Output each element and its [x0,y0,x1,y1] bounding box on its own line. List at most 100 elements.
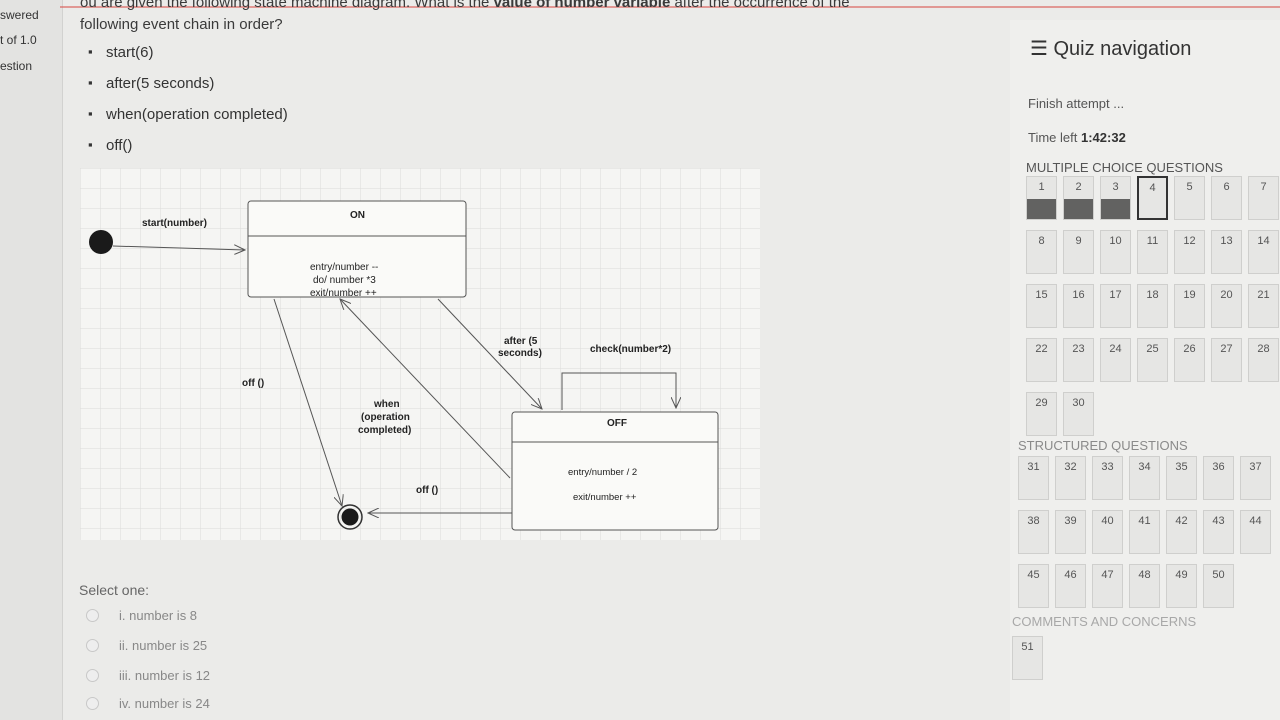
question-number: 26 [1183,343,1196,355]
question-number: 35 [1175,461,1188,473]
question-nav-button-10[interactable]: 10 [1100,230,1131,274]
question-number: 9 [1075,235,1082,247]
answer-option-4[interactable]: iv. number is 24 [86,696,210,711]
question-nav-button-31[interactable]: 31 [1018,456,1049,500]
off-exit-action: exit/number ++ [573,492,637,503]
event-item: start(6) [88,44,288,75]
question-nav-button-32[interactable]: 32 [1055,456,1086,500]
question-nav-button-47[interactable]: 47 [1092,564,1123,608]
question-nav-button-17[interactable]: 17 [1100,284,1131,328]
question-nav-button-27[interactable]: 27 [1211,338,1242,382]
question-number: 13 [1220,235,1233,247]
question-number: 37 [1249,461,1262,473]
quiz-navigation-title-text: Quiz navigation [1053,38,1192,60]
question-nav-button-20[interactable]: 20 [1211,284,1242,328]
question-nav-button-36[interactable]: 36 [1203,456,1234,500]
question-nav-button-43[interactable]: 43 [1203,510,1234,554]
question-nav-button-16[interactable]: 16 [1063,284,1094,328]
radio-button[interactable] [86,697,99,710]
question-nav-button-30[interactable]: 30 [1063,392,1094,436]
question-nav-button-9[interactable]: 9 [1063,230,1094,274]
radio-button[interactable] [86,609,99,622]
radio-button[interactable] [86,639,99,652]
question-nav-button-50[interactable]: 50 [1203,564,1234,608]
question-nav-button-1[interactable]: 1 [1026,176,1057,220]
when-label-line3: completed) [358,425,411,436]
question-nav-button-25[interactable]: 25 [1137,338,1168,382]
question-number: 22 [1035,343,1048,355]
question-mark: t of 1.0 [0,33,37,47]
question-number: 45 [1027,569,1040,581]
select-one-label: Select one: [79,582,150,598]
question-nav-button-49[interactable]: 49 [1166,564,1197,608]
question-nav-button-34[interactable]: 34 [1129,456,1160,500]
question-nav-button-45[interactable]: 45 [1018,564,1049,608]
question-number: 4 [1149,182,1156,194]
question-number: 5 [1186,181,1193,193]
initial-state [89,230,113,254]
after-transition [437,298,542,409]
radio-button[interactable] [86,669,99,682]
answer-option-3[interactable]: iii. number is 12 [86,668,210,683]
question-nav-button-33[interactable]: 33 [1092,456,1123,500]
answer-option-2[interactable]: ii. number is 25 [86,638,207,653]
question-nav-button-37[interactable]: 37 [1240,456,1271,500]
question-nav-button-11[interactable]: 11 [1137,230,1168,274]
question-nav-button-19[interactable]: 19 [1174,284,1205,328]
question-nav-button-6[interactable]: 6 [1211,176,1242,220]
question-nav-button-22[interactable]: 22 [1026,338,1057,382]
question-text-line1: ou are given the following state machine… [80,0,850,11]
question-number: 6 [1223,181,1230,193]
question-nav-button-7[interactable]: 7 [1248,176,1279,220]
question-nav-button-23[interactable]: 23 [1063,338,1094,382]
question-nav-button-46[interactable]: 46 [1055,564,1086,608]
answer-option-1[interactable]: i. number is 8 [86,608,197,623]
finish-attempt-link[interactable]: Finish attempt ... [1028,96,1125,111]
question-nav-button-28[interactable]: 28 [1248,338,1279,382]
structured-section-title: STRUCTURED QUESTIONS [1018,438,1188,453]
question-nav-button-48[interactable]: 48 [1129,564,1160,608]
question-nav-button-8[interactable]: 8 [1026,230,1057,274]
question-nav-button-35[interactable]: 35 [1166,456,1197,500]
question-number: 24 [1109,343,1122,355]
question-number: 2 [1075,181,1082,193]
question-nav-button-51[interactable]: 51 [1012,636,1043,680]
question-number: 23 [1072,343,1085,355]
question-nav-button-4[interactable]: 4 [1137,176,1168,220]
question-nav-button-42[interactable]: 42 [1166,510,1197,554]
question-nav-button-12[interactable]: 12 [1174,230,1205,274]
question-nav-button-24[interactable]: 24 [1100,338,1131,382]
flag-question[interactable]: estion [0,59,33,73]
question-nav-button-39[interactable]: 39 [1055,510,1086,554]
question-nav-button-18[interactable]: 18 [1137,284,1168,328]
question-nav-button-3[interactable]: 3 [1100,176,1131,220]
question-nav-button-41[interactable]: 41 [1129,510,1160,554]
question-nav-button-26[interactable]: 26 [1174,338,1205,382]
question-nav-button-44[interactable]: 44 [1240,510,1271,554]
question-number: 14 [1257,235,1270,247]
question-number: 20 [1220,289,1233,301]
question-nav-button-40[interactable]: 40 [1092,510,1123,554]
question-number: 47 [1101,569,1114,581]
question-nav-button-15[interactable]: 15 [1026,284,1057,328]
question-number: 42 [1175,515,1188,527]
question-number: 41 [1138,515,1151,527]
question-number: 50 [1212,569,1225,581]
question-number: 16 [1072,289,1085,301]
question-number: 29 [1035,397,1048,409]
question-number: 8 [1038,235,1045,247]
question-number: 3 [1112,181,1119,193]
question-nav-button-38[interactable]: 38 [1018,510,1049,554]
question-nav-button-29[interactable]: 29 [1026,392,1057,436]
question-nav-button-14[interactable]: 14 [1248,230,1279,274]
question-number: 27 [1220,343,1233,355]
question-nav-button-5[interactable]: 5 [1174,176,1205,220]
menu-icon[interactable]: ☰ [1030,38,1048,60]
start-label: start(number) [142,218,207,229]
question-nav-button-13[interactable]: 13 [1211,230,1242,274]
off-entry-action: entry/number / 2 [568,467,637,478]
question-nav-button-21[interactable]: 21 [1248,284,1279,328]
question-nav-button-2[interactable]: 2 [1063,176,1094,220]
mcq-section-title: MULTIPLE CHOICE QUESTIONS [1026,160,1223,175]
question-number: 19 [1183,289,1196,301]
